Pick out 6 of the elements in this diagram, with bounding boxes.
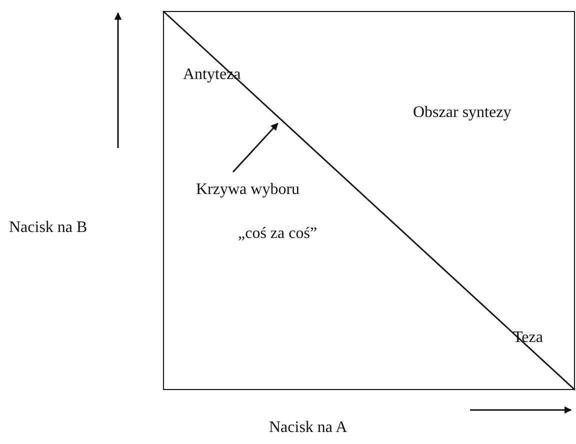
curve-label: Krzywa wyboru	[196, 181, 300, 199]
region-label: Obszar syntezy	[413, 104, 512, 122]
axis-label: Nacisk na B	[9, 219, 88, 237]
curve-label: „coś za coś”	[238, 225, 318, 243]
leader-arrow	[232, 122, 278, 172]
axis-label: Nacisk na A	[269, 419, 348, 437]
